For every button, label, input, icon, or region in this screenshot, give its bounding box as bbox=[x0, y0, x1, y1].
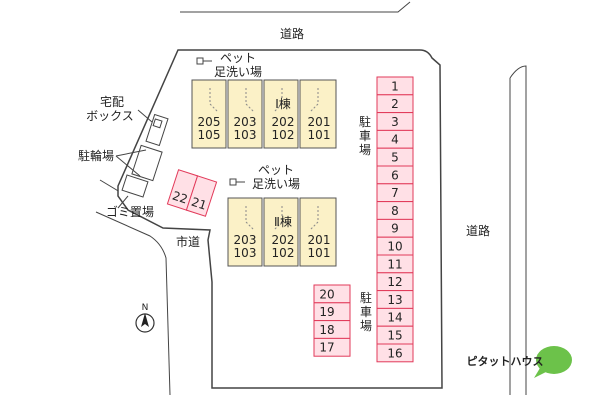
parking-space-number: 17 bbox=[319, 341, 334, 355]
b2-unit-1-upper: 203 bbox=[234, 233, 257, 247]
brand-logo: ピタットハウス bbox=[467, 346, 572, 378]
b2-unit-2-upper: 202 bbox=[272, 233, 295, 247]
parking-space-number: 7 bbox=[391, 186, 399, 200]
building-1-unit-201 bbox=[299, 79, 337, 149]
b1-unit-3-upper: 202 bbox=[272, 115, 295, 129]
building-1-unit-205 bbox=[191, 79, 227, 149]
parking-space-number: 21 bbox=[190, 195, 209, 213]
parking-lower-label: 駐車場 bbox=[360, 290, 372, 333]
building-1-name: Ⅰ棟 bbox=[275, 96, 291, 111]
road-lines bbox=[95, 1, 527, 396]
pet-wash-1-line2: 足洗い場 bbox=[214, 65, 262, 79]
parking-space-number: 4 bbox=[391, 133, 399, 147]
parking-space-number: 3 bbox=[391, 115, 399, 129]
building-2-unit-201 bbox=[299, 197, 337, 267]
pet-wash-1-line1: ペット bbox=[220, 51, 256, 65]
bicycle-parking-area bbox=[131, 144, 163, 182]
parking-space-number: 9 bbox=[391, 222, 399, 236]
parking-space-number: 20 bbox=[319, 287, 334, 301]
parking-space-number: 6 bbox=[391, 168, 399, 182]
b2-unit-3-lower: 101 bbox=[308, 246, 331, 260]
b2-unit-1-lower: 103 bbox=[234, 246, 257, 260]
pet-wash-2-line1: ペット bbox=[258, 163, 294, 177]
parking-space-number: 14 bbox=[387, 311, 402, 325]
parking-space-number: 2 bbox=[391, 97, 399, 111]
parking-space-number: 1 bbox=[391, 79, 399, 93]
parking-space-number: 10 bbox=[387, 240, 402, 254]
parking-space-number: 12 bbox=[387, 275, 402, 289]
building-2-unit-203 bbox=[227, 197, 263, 267]
b1-unit-2-upper: 203 bbox=[234, 115, 257, 129]
building-2-name: Ⅱ棟 bbox=[274, 214, 292, 229]
parking-space-number: 8 bbox=[391, 204, 399, 218]
b2-unit-2-lower: 102 bbox=[272, 246, 295, 260]
building-2-unit-202 bbox=[263, 197, 299, 267]
parking-right-label: 駐車場 bbox=[359, 114, 371, 157]
b1-unit-1-lower: 105 bbox=[198, 128, 221, 142]
parking-space-number: 22 bbox=[171, 188, 190, 206]
b1-unit-4-lower: 101 bbox=[308, 128, 331, 142]
parking-space-number: 19 bbox=[319, 305, 334, 319]
parking-space bbox=[185, 175, 218, 217]
parking-lower-group: 20 19 18 17 bbox=[313, 284, 351, 357]
building-2-unit-numbers: 203 103 202 102 201 101 bbox=[234, 233, 331, 260]
building-1-unit-numbers: 205 105 203 103 202 102 201 101 bbox=[198, 115, 331, 142]
brand-logo-text: ピタットハウス bbox=[467, 355, 544, 368]
building-1-unit-203 bbox=[227, 79, 263, 149]
garbage-area-label: ゴミ置場 bbox=[106, 204, 154, 219]
building-2 bbox=[227, 197, 337, 267]
brand-logo-speech-bubble-icon bbox=[536, 346, 572, 374]
parking-space-number: 18 bbox=[319, 323, 334, 337]
parking-space bbox=[376, 343, 414, 363]
b1-unit-3-lower: 102 bbox=[272, 128, 295, 142]
pet-wash-2-line2: 足洗い場 bbox=[252, 177, 300, 191]
parking-right-text: 駐車場 bbox=[359, 114, 371, 157]
building-1-unit-202 bbox=[263, 79, 299, 149]
road-right-label: 道路 bbox=[466, 223, 490, 238]
city-road-label: 市道 bbox=[176, 234, 200, 249]
leader-lines bbox=[115, 109, 153, 209]
parking-space bbox=[313, 337, 351, 357]
delivery-box-line2: ボックス bbox=[86, 109, 134, 123]
road-top-label: 道路 bbox=[280, 26, 304, 41]
north-label: N bbox=[142, 303, 149, 313]
building-1 bbox=[191, 79, 337, 149]
parking-space-number: 15 bbox=[387, 329, 402, 343]
pet-wash-marker-2 bbox=[229, 178, 245, 186]
garbage-area bbox=[121, 174, 149, 198]
pet-wash-marker-1 bbox=[196, 57, 212, 65]
b2-unit-3-upper: 201 bbox=[308, 233, 331, 247]
parking-space-number: 11 bbox=[387, 257, 402, 271]
parking-space-number: 13 bbox=[387, 293, 402, 307]
north-arrow-icon: N bbox=[135, 303, 155, 333]
b1-unit-4-upper: 201 bbox=[308, 115, 331, 129]
delivery-box-line1: 宅配 bbox=[100, 94, 124, 109]
delivery-box bbox=[145, 113, 169, 147]
parking-space-number: 16 bbox=[387, 346, 402, 360]
b1-unit-1-upper: 205 bbox=[198, 115, 221, 129]
bicycle-parking-label: 駐輪場 bbox=[78, 148, 114, 163]
b1-unit-2-lower: 103 bbox=[234, 128, 257, 142]
parking-space-number: 5 bbox=[391, 151, 399, 165]
parking-lower-text: 駐車場 bbox=[360, 290, 372, 333]
